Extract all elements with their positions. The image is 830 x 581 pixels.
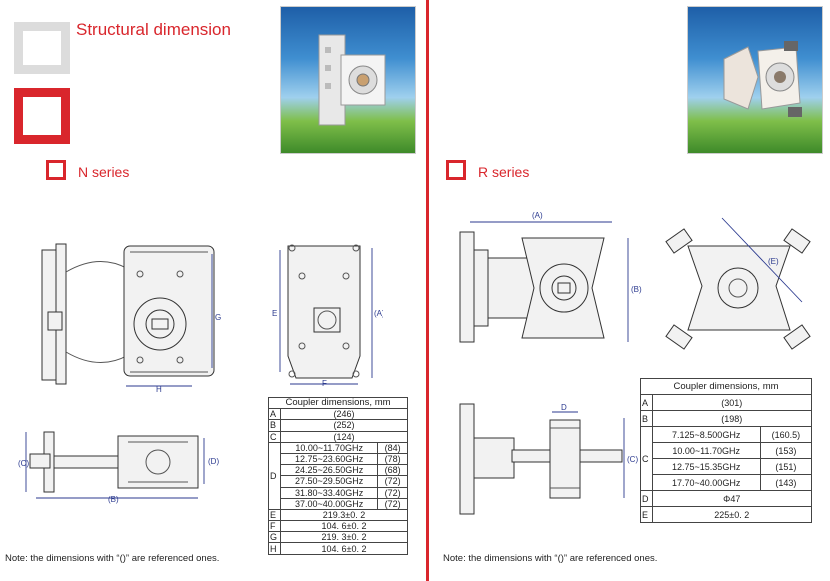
r-series-bottom-drawing: D (C): [459, 403, 638, 515]
dim-label-c: (C): [627, 455, 638, 464]
n-series-front-drawing: G H: [41, 243, 221, 394]
table-row: A(301): [640, 394, 812, 411]
table-row: 10.00~11.70GHz(153): [641, 442, 813, 459]
n-series-product-photo: [280, 6, 416, 154]
r-series-label: R series: [478, 164, 530, 180]
dim-label-h: H: [156, 385, 162, 394]
decor-square-gray: [14, 22, 70, 74]
table-row: C(124): [267, 430, 408, 443]
table-row: 24.25~26.50GHz(68): [269, 464, 408, 477]
n-series-bottom-drawing: (C) (D) (B): [18, 431, 219, 504]
dim-label-a: (A): [532, 211, 543, 220]
page-title: Structural dimension: [76, 20, 231, 39]
table-row: A(246): [267, 408, 408, 421]
dim-label-g: G: [215, 313, 221, 322]
dim-label-c: (C): [18, 459, 29, 468]
note-right: Note: the dimensions with “()” are refer…: [443, 553, 658, 564]
table-row: B(252): [267, 419, 408, 432]
dim-label-e: (E): [768, 257, 779, 266]
n-series-coupler-table: Coupler dimensions, mm A(246) B(252) C(1…: [267, 396, 408, 555]
dim-label-b: (B): [631, 285, 642, 294]
table-header: Coupler dimensions, mm: [268, 396, 408, 410]
dim-label-f: F: [322, 379, 327, 388]
table-row: 31.80~33.40GHz(72): [269, 486, 408, 499]
table-row: B(198): [640, 410, 812, 427]
n-series-marker: [46, 160, 66, 180]
dim-label-a: (A): [374, 309, 383, 318]
table-row: 12.75~15.35GHz(151): [641, 458, 813, 475]
table-row: 37.00~40.00GHz(72): [269, 497, 408, 510]
r-series-side-drawing: (E): [665, 217, 811, 350]
r-series-marker: [446, 160, 466, 180]
table-header: Coupler dimensions, mm: [640, 378, 812, 395]
r-series-front-drawing: (A) (B): [459, 211, 642, 343]
note-left: Note: the dimensions with “()” are refer…: [5, 553, 220, 564]
dim-label-e: E: [272, 309, 277, 318]
dim-label-d: D: [561, 403, 567, 412]
n-series-label: N series: [78, 164, 130, 180]
r-series-product-photo: [687, 6, 823, 154]
table-row: 17.70~40.00GHz(143): [641, 474, 813, 491]
table-row: 27.50~29.50GHz(72): [269, 475, 408, 488]
page-divider: [426, 0, 429, 581]
dim-label-d: (D): [208, 457, 219, 466]
table-row: 12.75~23.60GHz(78): [269, 452, 408, 466]
decor-square-red: [14, 88, 70, 144]
dim-label-b: (B): [108, 495, 119, 504]
n-series-side-drawing: E (A) F: [272, 244, 383, 388]
